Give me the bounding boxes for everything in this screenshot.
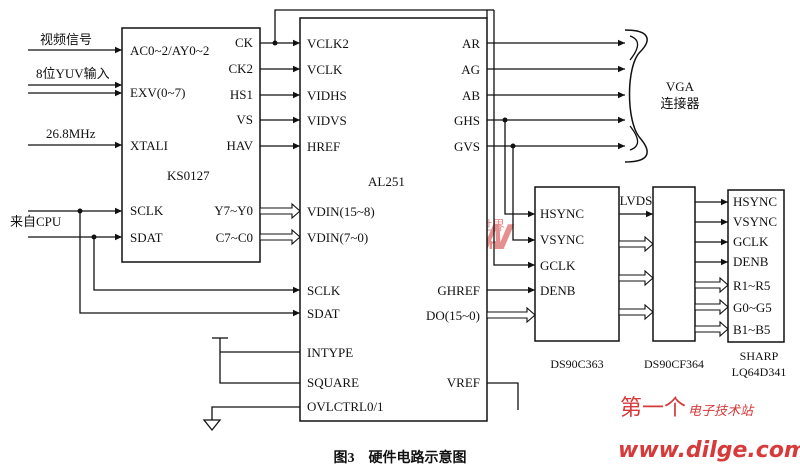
lvds-label: LVDS (620, 193, 653, 208)
ds90c363-name: DS90C363 (550, 357, 603, 371)
al251-pin-vref: VREF (447, 375, 480, 390)
label-yuv-input: 8位YUV输入 (36, 66, 110, 81)
ks0127-pin-vs: VS (236, 112, 253, 127)
vga-connector: VGA 连接器 (624, 29, 700, 163)
vga-label-1: VGA (666, 79, 695, 94)
lcd-pin-vsync: VSYNC (733, 214, 777, 229)
config-pins-wiring (202, 337, 519, 432)
receiver-to-lcd-wires (694, 198, 729, 338)
al251-pin-href: HREF (307, 139, 340, 154)
ds90cf364-body (652, 186, 696, 342)
al251-to-vga-wires (487, 39, 625, 150)
al251-pin-intype: INTYPE (307, 345, 353, 360)
al251-pin-vidvs: VIDVS (307, 113, 347, 128)
al251-pin-vclk2: VCLK2 (307, 36, 349, 51)
ks0127-pin-hav: HAV (227, 138, 254, 153)
al251-pin-ab: AB (462, 88, 480, 103)
ks0127-pin-c: C7~C0 (216, 230, 253, 245)
al251-body (299, 17, 488, 422)
label-video-signal: 视频信号 (40, 32, 92, 47)
ks0127-pin-ck: CK (235, 35, 254, 50)
ks0127-pin-exv: EXV(0~7) (130, 85, 185, 100)
lcd-pin-denb: DENB (733, 254, 769, 269)
lcd-name-1: SHARP (740, 349, 779, 363)
al251-pin-ar: AR (462, 36, 480, 51)
ds90c363-body (534, 186, 620, 342)
lvds-links: LVDS (618, 193, 654, 321)
bus-c-data (259, 228, 301, 246)
lcd-pin-hsync: HSYNC (733, 194, 777, 209)
ds90c363-pin-vsync: VSYNC (540, 232, 584, 247)
input-wires (28, 46, 122, 241)
vga-label-2: 连接器 (660, 96, 699, 111)
al251-pin-ghref: GHREF (437, 283, 480, 298)
vga-connector-shape (624, 29, 648, 163)
ks0127-pin-sclk: SCLK (130, 203, 164, 218)
ks0127-pin-sdat: SDAT (130, 230, 163, 245)
site-chinese-1: 第一个 (620, 395, 686, 420)
al251-chip: VCLK2 VCLK VIDHS VIDVS HREF VDIN(15~8) V… (299, 17, 488, 422)
lcd-body (727, 189, 785, 343)
cpu-bus-to-al251 (77, 208, 300, 317)
bus-y-data (259, 202, 301, 220)
al251-pin-gvs: GVS (454, 139, 480, 154)
ks0127-pin-y: Y7~Y0 (214, 203, 253, 218)
ks0127-name: KS0127 (167, 168, 210, 183)
ks0127-chip: AC0~2/AY0~2 EXV(0~7) XTALI SCLK SDAT CK … (121, 27, 261, 263)
ks0127-to-al251-wires (259, 9, 488, 246)
ds90c363-chip: HSYNC VSYNC GCLK DENB DS90C363 (534, 186, 620, 371)
ks0127-body (121, 27, 261, 263)
al251-pin-sdat: SDAT (307, 306, 340, 321)
site-chinese-2: 电子技术站 (688, 403, 755, 418)
al251-pin-vdin-lo: VDIN(7~0) (307, 230, 368, 245)
bus-do (486, 306, 536, 324)
al251-to-transmitter-wires (486, 9, 536, 324)
lcd-pin-gclk: GCLK (733, 234, 769, 249)
ks0127-pin-hs1: HS1 (230, 87, 253, 102)
al251-pin-vdin-hi: VDIN(15~8) (307, 204, 375, 219)
al251-pin-sclk: SCLK (307, 283, 341, 298)
ds90cf364-chip: DS90CF364 (644, 186, 704, 371)
ks0127-pin-xtali: XTALI (130, 138, 168, 153)
ks0127-pin-ck2: CK2 (228, 61, 253, 76)
label-from-cpu: 来自CPU (10, 214, 62, 229)
ks0127-pin-ac0: AC0~2/AY0~2 (130, 43, 209, 58)
al251-pin-vclk: VCLK (307, 62, 343, 77)
al251-pin-square: SQUARE (307, 375, 359, 390)
ds90cf364-name: DS90CF364 (644, 357, 704, 371)
ds90c363-pin-denb: DENB (540, 283, 576, 298)
figure-caption: 图3 硬件电路示意图 (334, 449, 467, 466)
label-clock-freq: 26.8MHz (46, 126, 96, 141)
ground-icon (202, 419, 222, 432)
site-url: www.dilge.com (618, 438, 800, 463)
lcd-panel: HSYNC VSYNC GCLK DENB R1~R5 G0~G5 B1~B5 … (727, 189, 787, 379)
al251-pin-do: DO(15~0) (426, 308, 480, 323)
lcd-pin-b: B1~B5 (733, 322, 770, 337)
ds90c363-pin-hsync: HSYNC (540, 206, 584, 221)
al251-pin-ovlctrl: OVLCTRL0/1 (307, 399, 384, 414)
al251-pin-vidhs: VIDHS (307, 88, 347, 103)
lcd-name-2: LQ64D341 (732, 365, 787, 379)
ds90c363-pin-gclk: GCLK (540, 258, 576, 273)
al251-pin-ag: AG (461, 62, 480, 77)
lcd-pin-r: R1~R5 (733, 278, 770, 293)
lcd-pin-g: G0~G5 (733, 300, 772, 315)
dilge-watermark: 第一个 电子技术站 www.dilge.com (618, 395, 800, 463)
al251-name: AL251 (368, 174, 405, 189)
al251-pin-ghs: GHS (454, 113, 480, 128)
